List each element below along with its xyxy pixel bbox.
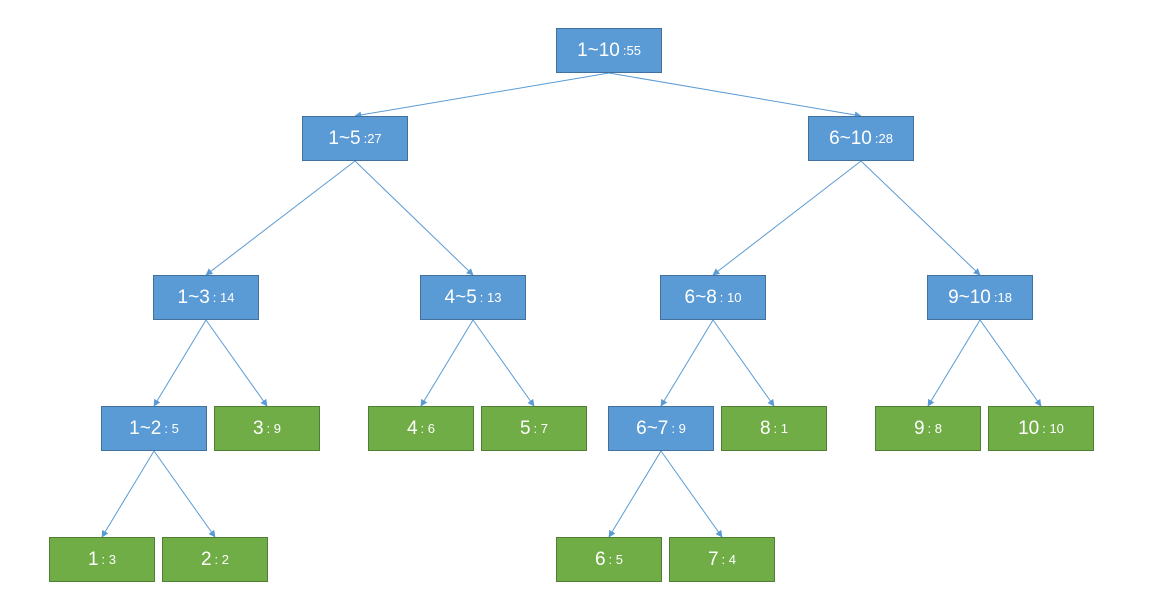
edge-9_10-to-10 <box>979 319 1042 407</box>
edge-4_5-to-4 <box>420 319 474 407</box>
node-sum-label: :28 <box>874 131 893 146</box>
node-range-label: 3 <box>252 417 264 439</box>
tree-node-9: 9: 8 <box>875 406 981 451</box>
node-sum-label: : 6 <box>420 421 436 436</box>
tree-node-1-10: 1~10:55 <box>556 28 662 73</box>
node-range-label: 4~5 <box>444 286 477 308</box>
node-range-label: 8 <box>759 417 771 439</box>
node-range-label: 9~10 <box>948 286 991 308</box>
edge-1_3-to-1_2 <box>153 319 207 407</box>
node-range-label: 1~3 <box>177 286 210 308</box>
edge-6_10-to-9_10 <box>860 160 981 276</box>
tree-node-9-10: 9~10:18 <box>927 275 1033 320</box>
node-sum-label: : 14 <box>212 290 235 305</box>
node-sum-label: : 13 <box>479 290 502 305</box>
node-range-label: 2 <box>200 548 212 570</box>
tree-node-6-8: 6~8: 10 <box>660 275 766 320</box>
node-sum-label: : 2 <box>214 552 230 567</box>
tree-node-1-2: 1~2: 5 <box>101 406 207 451</box>
node-sum-label: : 4 <box>721 552 737 567</box>
edge-1_2-to-1 <box>101 450 155 538</box>
node-sum-label: : 3 <box>101 552 117 567</box>
tree-node-10: 10: 10 <box>988 406 1094 451</box>
node-sum-label: : 8 <box>927 421 943 436</box>
node-range-label: 6~8 <box>684 286 717 308</box>
node-sum-label: : 10 <box>719 290 742 305</box>
node-sum-label: : 9 <box>266 421 282 436</box>
node-range-label: 6 <box>594 548 606 570</box>
edge-1_5-to-4_5 <box>354 160 474 276</box>
edge-1_10-to-1_5 <box>354 72 610 119</box>
node-range-label: 4 <box>406 417 418 439</box>
edge-6_7-to-7 <box>660 450 723 538</box>
node-range-label: 6~10 <box>829 127 872 149</box>
tree-node-2: 2: 2 <box>162 537 268 582</box>
node-sum-label: : 7 <box>533 421 549 436</box>
edge-6_10-to-6_8 <box>712 160 862 276</box>
edge-1_3-to-3 <box>205 319 268 407</box>
node-range-label: 10 <box>1018 417 1040 439</box>
node-sum-label: :18 <box>993 290 1012 305</box>
tree-node-5: 5: 7 <box>481 406 587 451</box>
node-sum-label: : 5 <box>608 552 624 567</box>
node-sum-label: : 9 <box>671 421 686 436</box>
edge-6_8-to-6_7 <box>660 319 714 407</box>
tree-node-3: 3: 9 <box>214 406 320 451</box>
tree-node-6-7: 6~7: 9 <box>608 406 714 451</box>
node-range-label: 9 <box>913 417 925 439</box>
node-sum-label: :55 <box>622 43 641 58</box>
edge-1_2-to-2 <box>153 450 216 538</box>
tree-node-6: 6: 5 <box>556 537 662 582</box>
node-range-label: 1~5 <box>328 127 361 149</box>
tree-node-4-5: 4~5: 13 <box>420 275 526 320</box>
node-range-label: 6~7 <box>636 417 669 439</box>
node-range-label: 7 <box>707 548 719 570</box>
node-range-label: 1~10 <box>577 39 620 61</box>
node-sum-label: : 1 <box>773 421 789 436</box>
edge-4_5-to-5 <box>472 319 535 407</box>
edge-1_5-to-1_3 <box>205 160 356 276</box>
tree-node-8: 8: 1 <box>721 406 827 451</box>
tree-node-1: 1: 3 <box>49 537 155 582</box>
tree-node-1-5: 1~5:27 <box>302 116 408 161</box>
edge-6_7-to-6 <box>608 450 662 538</box>
node-sum-label: : 5 <box>164 421 179 436</box>
tree-node-4: 4: 6 <box>368 406 474 451</box>
edge-9_10-to-9 <box>927 319 981 407</box>
node-range-label: 1 <box>87 548 99 570</box>
tree-node-1-3: 1~3: 14 <box>153 275 259 320</box>
tree-node-6-10: 6~10:28 <box>808 116 914 161</box>
tree-node-7: 7: 4 <box>669 537 775 582</box>
edge-1_10-to-6_10 <box>608 72 862 119</box>
node-range-label: 1~2 <box>129 417 162 439</box>
node-sum-label: :27 <box>363 131 382 146</box>
node-range-label: 5 <box>519 417 531 439</box>
node-sum-label: : 10 <box>1042 421 1064 436</box>
edge-6_8-to-8 <box>712 319 775 407</box>
